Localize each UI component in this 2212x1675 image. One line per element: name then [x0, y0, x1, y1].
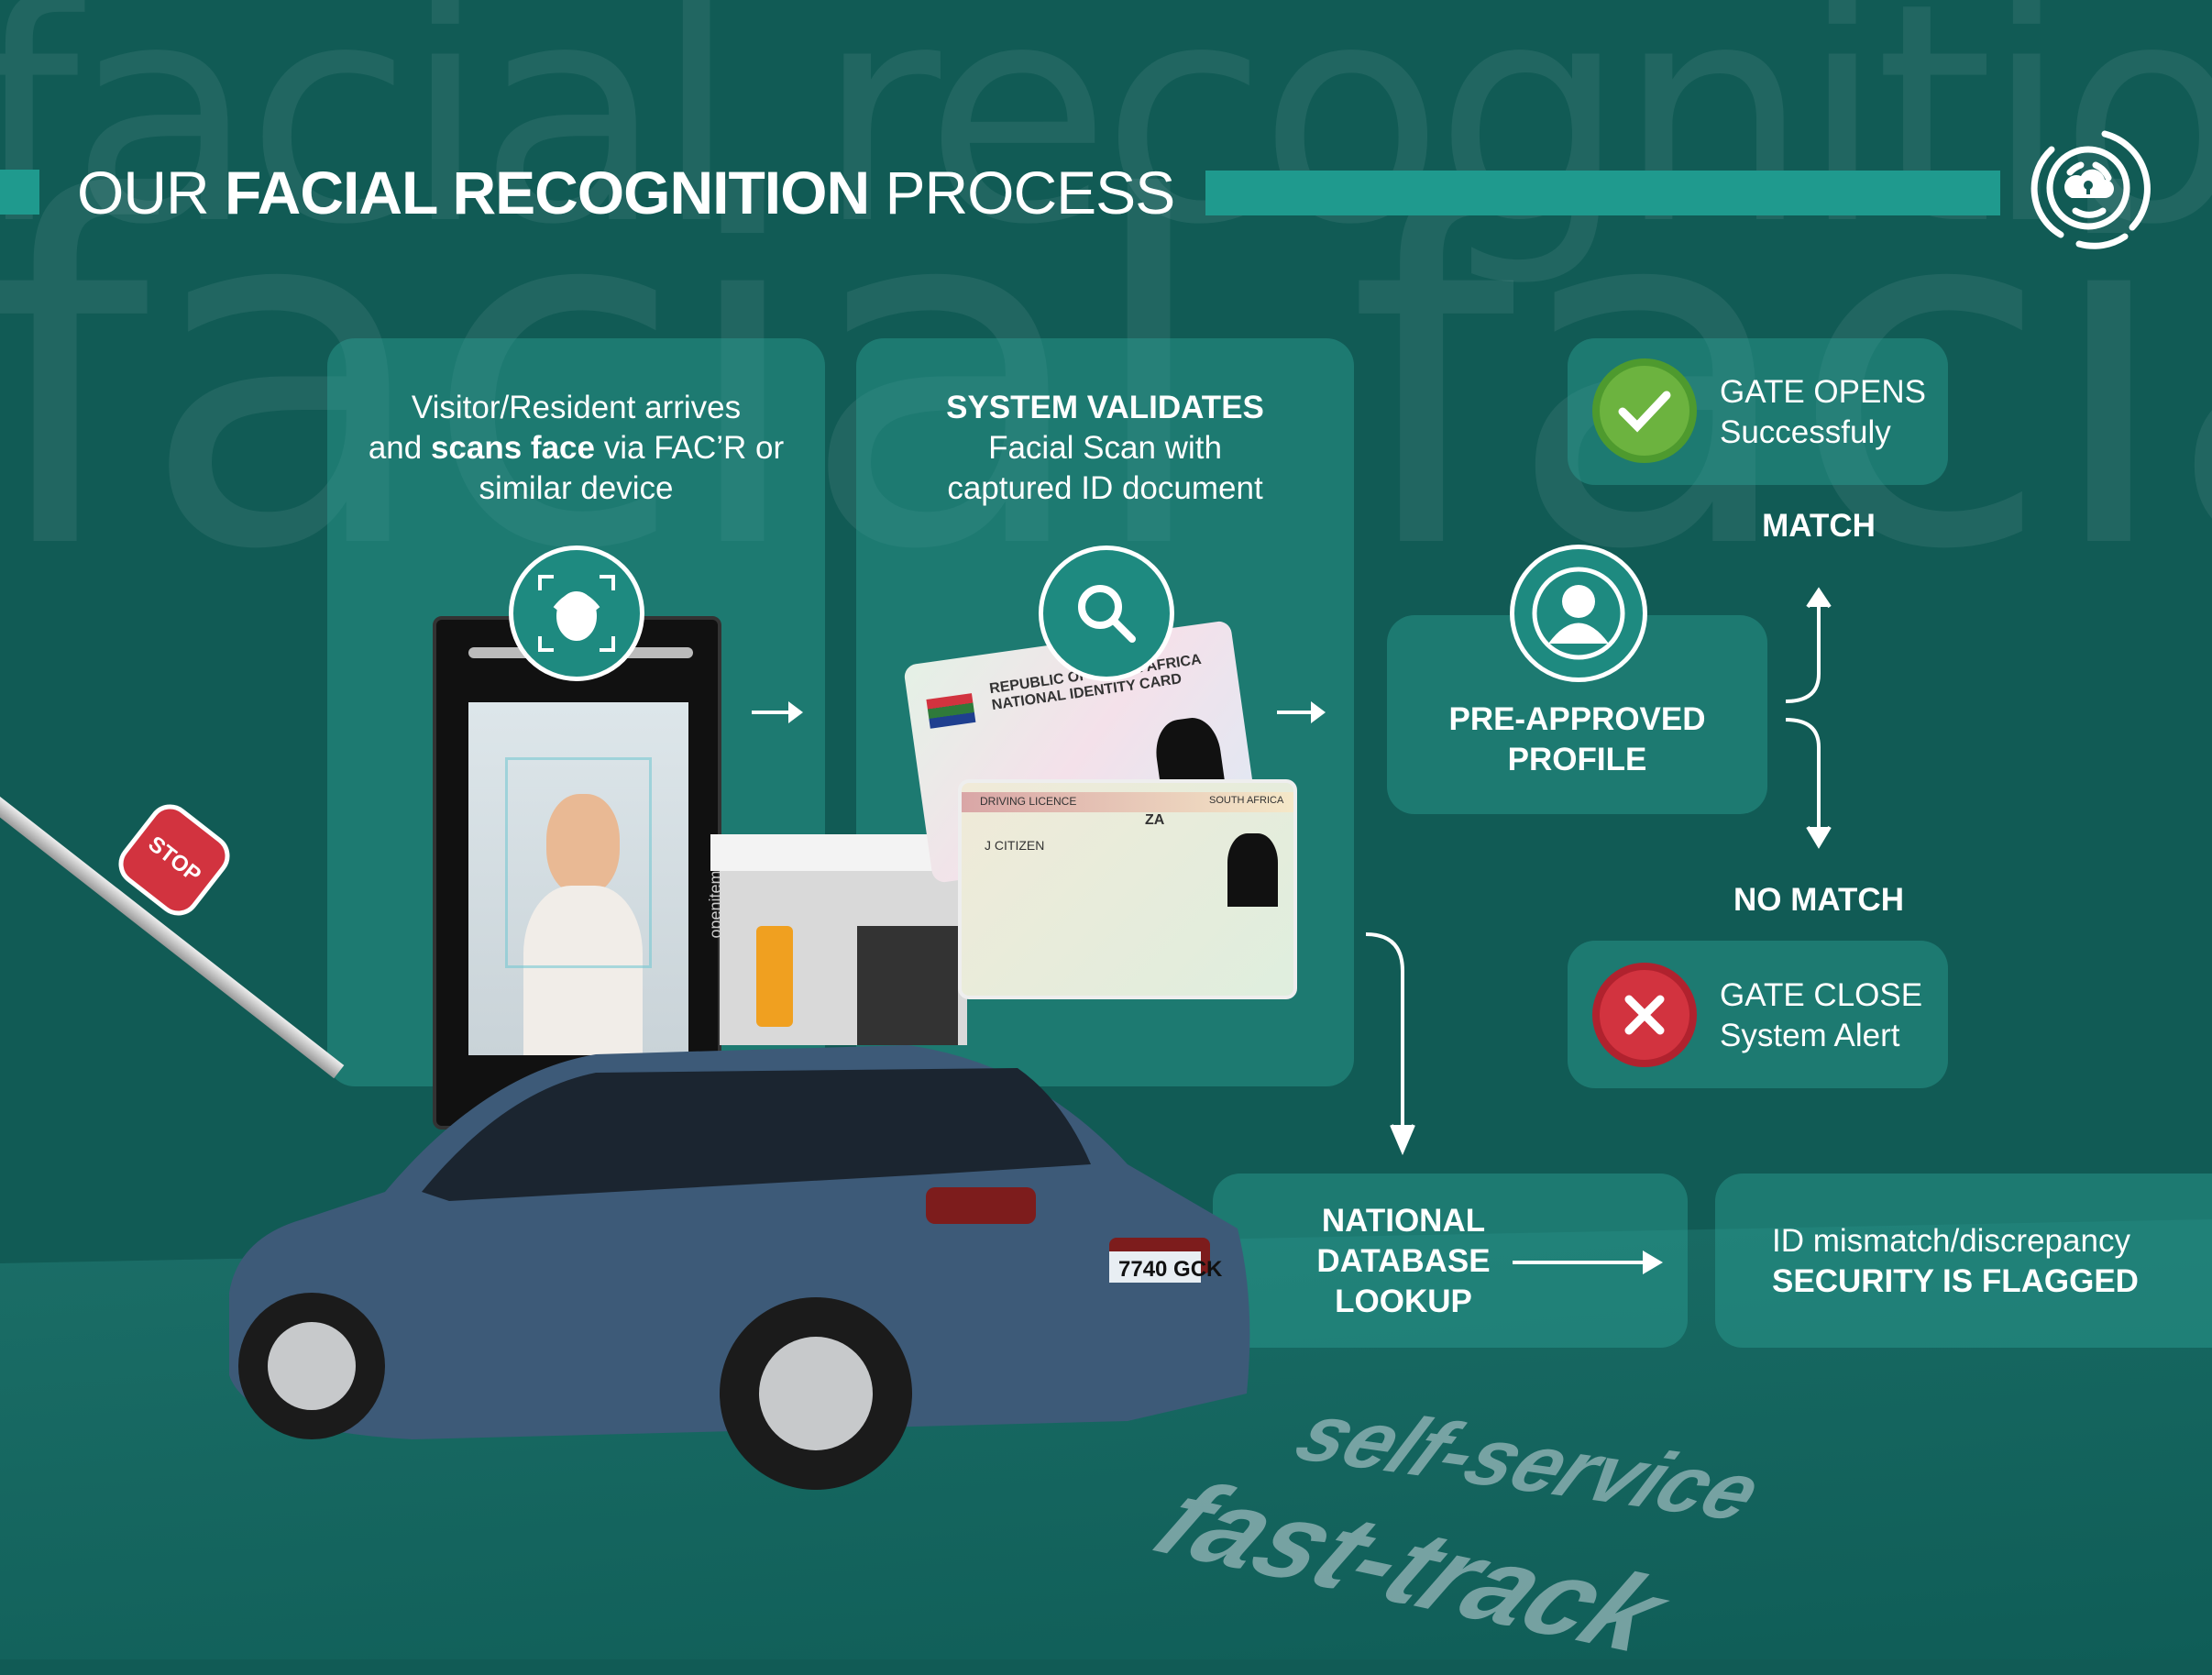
face-scan-icon	[538, 575, 615, 652]
step-validate-text: SYSTEM VALIDATES Facial Scan with captur…	[856, 388, 1354, 509]
profile-line1: PRE-APPROVED	[1448, 701, 1706, 737]
header-row: OUR FACIAL RECOGNITION PROCESS	[77, 158, 2000, 227]
no-match-label: NO MATCH	[1733, 882, 1904, 918]
arrow-right-2	[1277, 711, 1318, 714]
title-accent-left	[0, 170, 39, 215]
gate-close-line2: System Alert	[1720, 1018, 1900, 1053]
security-flagged-text: ID mismatch/discrepancy SECURITY IS FLAG…	[1772, 1221, 2139, 1302]
title-bold: FACIAL RECOGNITION	[225, 159, 870, 226]
face-scan-icon-circle	[509, 545, 644, 681]
guard-booth	[710, 834, 976, 1045]
gate-close-line1: GATE CLOSE	[1720, 977, 1923, 1013]
arrive-line1: Visitor/Resident arrives	[411, 390, 742, 425]
branch-arrows	[1785, 587, 1832, 849]
arrow-to-flagged-head	[1643, 1251, 1663, 1274]
cloud-lock-logo-icon	[2030, 130, 2151, 249]
database-label: NATIONAL DATABASE LOOKUP	[1266, 1201, 1541, 1322]
match-label: MATCH	[1762, 508, 1876, 544]
licence-title: DRIVING LICENCE	[980, 795, 1077, 808]
page-title: OUR FACIAL RECOGNITION PROCESS	[77, 158, 1175, 227]
title-suffix: PROCESS	[869, 159, 1175, 226]
gate-opens-line2: Successfuly	[1720, 414, 1891, 450]
license-plate: 7740 GCK	[1118, 1257, 1223, 1282]
flagged-line1: ID mismatch/discrepancy	[1772, 1223, 2130, 1259]
failure-x-icon	[1592, 963, 1697, 1067]
search-icon	[1078, 585, 1136, 643]
scanner-screen-face-photo	[468, 702, 688, 1055]
search-icon-circle	[1039, 545, 1174, 681]
arrive-line2-post: via FAC’R or	[595, 430, 785, 466]
title-prefix: OUR	[77, 159, 225, 226]
licence-code: ZA	[1145, 812, 1165, 828]
success-check-icon	[1592, 358, 1697, 463]
database-line1: NATIONAL	[1321, 1203, 1486, 1239]
licence-country: SOUTH AFRICA	[1209, 795, 1284, 806]
database-line2: DATABASE	[1316, 1243, 1491, 1279]
profile-icon-circle	[1510, 545, 1647, 682]
user-profile-icon	[1532, 567, 1625, 660]
arrow-to-flagged	[1513, 1261, 1650, 1264]
arrive-line2-bold: scans face	[430, 430, 595, 466]
suv-car-illustration: 7740 GCK	[229, 1045, 1250, 1490]
arrive-line2-pre: and	[368, 430, 431, 466]
gate-opens-text: GATE OPENS Successfuly	[1720, 372, 1926, 453]
step-arrive-text: Visitor/Resident arrives and scans face …	[327, 388, 825, 509]
background-watermark-text-2: facial facial	[0, 98, 2212, 654]
licence-name: J CITIZEN	[985, 838, 1045, 853]
title-accent-right	[1205, 170, 2000, 215]
database-line3: LOOKUP	[1335, 1284, 1472, 1319]
security-flagged-card	[1715, 1174, 2212, 1348]
arrive-line3: similar device	[479, 470, 674, 506]
gate-close-text: GATE CLOSE System Alert	[1720, 975, 1922, 1056]
background-watermark-text: facial recognition	[0, 0, 2212, 291]
validate-line1: SYSTEM VALIDATES	[946, 390, 1264, 425]
driving-licence-card: DRIVING LICENCE SOUTH AFRICA ZA J CITIZE…	[958, 779, 1297, 999]
arrive-line2: and scans face via FAC’R or	[327, 428, 825, 468]
arrow-down-to-database	[1365, 932, 1415, 1155]
gate-opens-line1: GATE OPENS	[1720, 374, 1926, 410]
arrow-head-2	[1311, 701, 1326, 723]
validate-line2: Facial Scan with	[988, 430, 1222, 466]
profile-label: PRE-APPROVED PROFILE	[1387, 700, 1767, 780]
arrow-head-1	[788, 701, 803, 723]
validate-line3: captured ID document	[947, 470, 1263, 506]
arrow-right-1	[752, 711, 798, 714]
profile-line2: PROFILE	[1507, 742, 1647, 777]
flagged-line2: SECURITY IS FLAGGED	[1772, 1263, 2139, 1299]
